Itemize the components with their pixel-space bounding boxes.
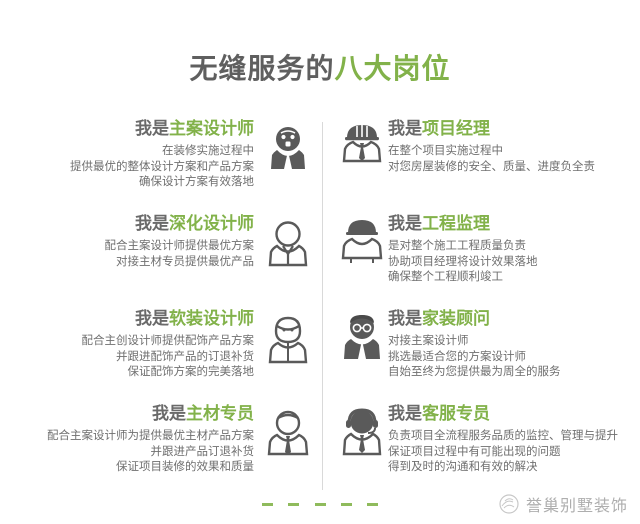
role-heading: 我是主案设计师 (12, 118, 254, 140)
column-divider (322, 122, 323, 490)
dash-mark (262, 503, 274, 506)
role-heading: 我是项目经理 (388, 118, 638, 140)
role-heading: 我是深化设计师 (12, 213, 254, 235)
role-name: 家装顾问 (422, 309, 490, 329)
role-desc-line: 配合主案设计师提供最优方案 (104, 238, 255, 252)
role-desc-line: 保证项目装修的效果和质量 (116, 459, 254, 473)
female-designer-avatar-icon (264, 314, 312, 364)
role-desc-line: 挑选最适合您的方案设计师 (388, 348, 526, 363)
role-desc-line: 确保整个工程顺利竣工 (388, 269, 503, 283)
role-desc-line: 自始至终为您提供最为周全的服务 (388, 364, 561, 378)
helmet-supervisor-avatar-icon (338, 217, 386, 267)
roles-columns: 我是主案设计师 在装修实施过程中 提供最优的整体设计方案和产品方案 确保设计方案… (0, 118, 640, 498)
dash-mark (314, 503, 326, 506)
role-desc-line: 并跟进配饰产品的订退补货 (116, 348, 254, 363)
headset-agent-avatar-icon (338, 407, 386, 457)
role-desc-line: 保证配饰方案的完美落地 (127, 364, 255, 378)
role-heading: 我是客服专员 (388, 403, 638, 425)
role-heading: 我是家装顾问 (388, 308, 638, 330)
role-name: 深化设计师 (169, 214, 254, 234)
role-name: 主材专员 (186, 404, 254, 424)
role-entry-engineering-supervisor: 我是工程监理 是对整个施工工程质量负责 协助项目经理将设计效果落地 确保整个工程… (338, 213, 638, 308)
role-entry-soft-decor-designer: 我是软装设计师 配合主创设计师提供配饰产品方案 并跟进配饰产品的订退补货 保证配… (12, 308, 312, 403)
role-entry-home-consultant: 我是家装顾问 对接主案设计师 挑选最适合您的方案设计师 自始至终为您提供最为周全… (338, 308, 638, 403)
right-column: 我是项目经理 在整个项目实施过程中 对您房屋装修的安全、质量、进度负全责 我是工… (338, 118, 638, 498)
role-prefix: 我是 (388, 119, 422, 139)
role-name: 客服专员 (422, 404, 490, 424)
glasses-consultant-avatar-icon (338, 312, 386, 362)
role-prefix: 我是 (135, 309, 169, 329)
role-desc-line: 是对整个施工工程质量负责 (388, 238, 526, 252)
role-prefix: 我是 (388, 309, 422, 329)
role-entry-development-designer: 我是深化设计师 配合主案设计师提供最优方案 对接主材专员提供最优产品 (12, 213, 312, 308)
dash-mark (366, 503, 378, 506)
dash-mark (340, 503, 352, 506)
role-entry-main-designer: 我是主案设计师 在装修实施过程中 提供最优的整体设计方案和产品方案 确保设计方案… (12, 118, 312, 213)
nest-logo-icon (498, 493, 520, 515)
role-prefix: 我是 (135, 214, 169, 234)
role-prefix: 我是 (135, 119, 169, 139)
role-desc-line: 对接主案设计师 (388, 333, 469, 347)
tie-person-avatar-icon (264, 409, 312, 459)
page-title-accent: 八大岗位 (334, 52, 451, 85)
role-entry-customer-service: 我是客服专员 负责项目全流程服务品质的监控、管理与提升 保证项目过程中有可能出现… (338, 403, 638, 498)
role-desc-line: 并跟进产品订退补货 (150, 443, 255, 458)
page-title-plain: 无缝服务的 (189, 52, 335, 85)
role-desc-line: 负责项目全流程服务品质的监控、管理与提升 (388, 428, 618, 442)
watermark-text: 誉巢别墅装饰 (525, 496, 628, 515)
bearded-designer-avatar-icon (264, 124, 312, 174)
role-desc-line: 在整个项目实施过程中 (388, 143, 503, 157)
role-prefix: 我是 (388, 404, 422, 424)
role-prefix: 我是 (388, 214, 422, 234)
role-entry-material-specialist: 我是主材专员 配合主案设计师为提供最优主材产品方案 并跟进产品订退补货 保证项目… (12, 403, 312, 498)
page-title: 无缝服务的八大岗位 (0, 47, 640, 87)
role-desc-line: 在装修实施过程中 (162, 143, 254, 157)
role-desc-line: 对接主材专员提供最优产品 (116, 253, 254, 268)
role-desc-line: 确保设计方案有效落地 (139, 174, 254, 188)
role-heading: 我是主材专员 (12, 403, 254, 425)
outline-person-avatar-icon (264, 219, 312, 269)
role-desc-line: 配合主案设计师为提供最优主材产品方案 (47, 428, 254, 442)
role-desc-line: 配合主创设计师提供配饰产品方案 (81, 333, 255, 347)
role-desc-line: 对您房屋装修的安全、质量、进度负全责 (388, 158, 595, 173)
role-name: 项目经理 (422, 119, 490, 139)
role-desc-line: 得到及时的沟通和有效的解决 (388, 459, 538, 473)
role-name: 软装设计师 (169, 309, 254, 329)
role-desc-line: 提供最优的整体设计方案和产品方案 (70, 158, 254, 173)
role-entry-project-manager: 我是项目经理 在整个项目实施过程中 对您房屋装修的安全、质量、进度负全责 (338, 118, 638, 213)
role-prefix: 我是 (152, 404, 186, 424)
role-heading: 我是工程监理 (388, 213, 638, 235)
role-name: 主案设计师 (169, 119, 254, 139)
bottom-dash-divider (0, 503, 640, 506)
left-column: 我是主案设计师 在装修实施过程中 提供最优的整体设计方案和产品方案 确保设计方案… (12, 118, 312, 498)
dash-mark (288, 503, 300, 506)
role-desc-line: 协助项目经理将设计效果落地 (388, 253, 538, 268)
hardhat-worker-avatar-icon (338, 122, 386, 172)
role-name: 工程监理 (422, 214, 490, 234)
watermark: 誉巢别墅装饰 (498, 492, 628, 516)
role-desc-line: 保证项目过程中有可能出现的问题 (388, 443, 561, 458)
role-heading: 我是软装设计师 (12, 308, 254, 330)
